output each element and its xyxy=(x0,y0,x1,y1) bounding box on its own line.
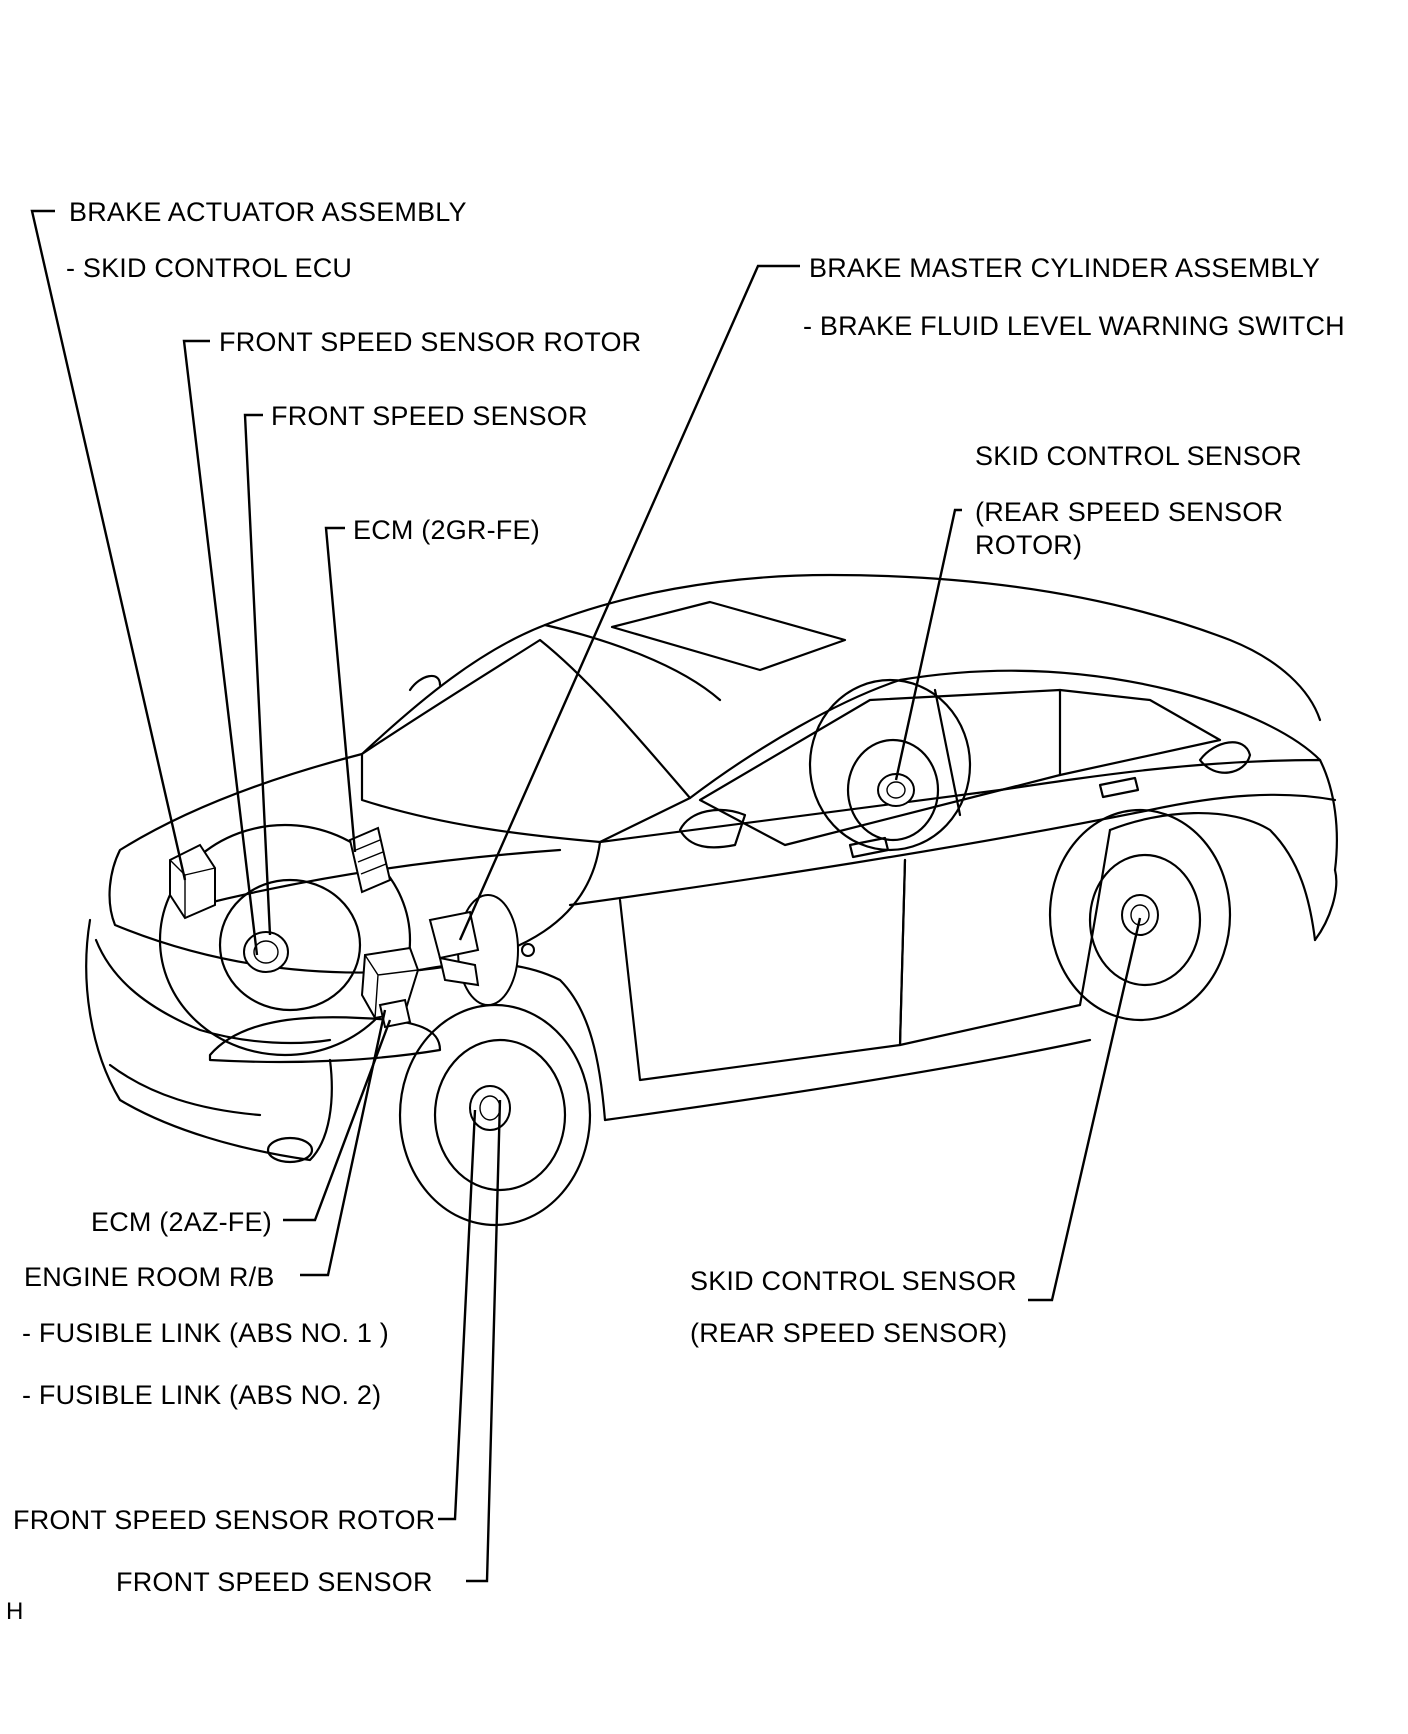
label-skid-control-sensor-rear: SKID CONTROL SENSOR xyxy=(690,1266,1017,1296)
label-engine-room-rb: ENGINE ROOM R/B xyxy=(24,1262,275,1292)
rocker-panel xyxy=(603,1038,1092,1122)
rear-right-rotor xyxy=(877,773,915,807)
ecm-2gr xyxy=(348,826,392,894)
front-right-wheel xyxy=(398,1003,592,1227)
leader-front-sensor-top xyxy=(243,413,272,936)
sunroof xyxy=(610,600,847,672)
label-ecm-2gr-fe: ECM (2GR-FE) xyxy=(353,515,540,545)
label-skid-control-ecu: - SKID CONTROL ECU xyxy=(66,253,353,283)
car-roof xyxy=(360,573,1322,756)
rear-left-wheel xyxy=(1048,808,1232,1022)
rear-fender xyxy=(1108,812,1317,942)
label-rear-speed-sensor: (REAR SPEED SENSOR) xyxy=(690,1318,1008,1348)
leader-front-sensor-bottom xyxy=(466,1099,502,1583)
label-skid-control-sensor-rotor: SKID CONTROL SENSOR xyxy=(975,441,1302,471)
label-front-speed-sensor-rotor-top: FRONT SPEED SENSOR ROTOR xyxy=(219,327,642,357)
label-rear-speed-sensor-rotor-line2: ROTOR) xyxy=(975,530,1083,560)
front-left-rotor xyxy=(243,931,289,973)
leader-front-rotor-top xyxy=(182,339,259,956)
leader-skid-sensor-rotor xyxy=(894,508,962,781)
hood xyxy=(108,752,602,974)
leader-master-cylinder xyxy=(458,264,800,941)
leader-front-rotor-bottom xyxy=(438,1109,477,1521)
rear-bumper xyxy=(1313,868,1338,942)
car-outline xyxy=(85,573,1338,1164)
window-divider xyxy=(933,688,962,817)
label-ecm-2az-fe: ECM (2AZ-FE) xyxy=(91,1207,272,1237)
leader-ecm-2az xyxy=(283,1019,392,1222)
rear-door-handle xyxy=(1098,776,1140,799)
grille xyxy=(94,938,332,1045)
windshield xyxy=(360,638,692,844)
front-door xyxy=(618,858,907,1082)
rear-right-wheel xyxy=(808,678,972,852)
label-fusible-link-abs-1: - FUSIBLE LINK (ABS NO. 1 ) xyxy=(22,1318,389,1348)
body-side-top xyxy=(598,758,1338,872)
label-front-speed-sensor-bottom: FRONT SPEED SENSOR xyxy=(116,1567,433,1597)
fog-lamp xyxy=(266,1136,314,1164)
side-windows xyxy=(698,688,1062,847)
label-rear-speed-sensor-rotor-line1: (REAR SPEED SENSOR xyxy=(975,497,1284,527)
front-bumper xyxy=(85,918,333,1162)
body-beltline xyxy=(568,793,1337,907)
brake-actuator xyxy=(169,843,216,920)
leader-skid-sensor-rear xyxy=(1028,917,1142,1302)
corner-mark: H xyxy=(6,1598,24,1625)
leader-engine-room-rb xyxy=(300,1009,387,1277)
headlamp xyxy=(208,1016,442,1064)
rear-window xyxy=(1058,688,1222,777)
greenhouse xyxy=(688,669,1322,800)
lower-grille xyxy=(108,1063,262,1117)
master-cylinder xyxy=(428,894,535,1006)
side-mirror xyxy=(678,808,747,849)
front-right-rotor xyxy=(469,1085,511,1131)
label-brake-master-cylinder-assembly: BRAKE MASTER CYLINDER ASSEMBLY xyxy=(809,253,1321,283)
leader-ecm-2gr xyxy=(324,526,357,853)
label-brake-actuator-assembly: BRAKE ACTUATOR ASSEMBLY xyxy=(69,197,467,227)
wiper xyxy=(408,674,442,692)
rear-door xyxy=(898,828,1112,1047)
leader-brake-actuator xyxy=(30,209,187,881)
label-front-speed-sensor-top: FRONT SPEED SENSOR xyxy=(271,401,588,431)
fuel-door xyxy=(1198,741,1252,774)
label-front-speed-sensor-rotor-bottom: FRONT SPEED SENSOR ROTOR xyxy=(13,1505,436,1535)
label-fusible-link-abs-2: - FUSIBLE LINK (ABS NO. 2) xyxy=(22,1380,382,1410)
leader-lines xyxy=(30,209,1142,1583)
car-roof-inner xyxy=(543,623,722,702)
label-brake-fluid-level-warning-switch: - BRAKE FLUID LEVEL WARNING SWITCH xyxy=(803,311,1345,341)
rear-left-rotor xyxy=(1121,894,1159,936)
